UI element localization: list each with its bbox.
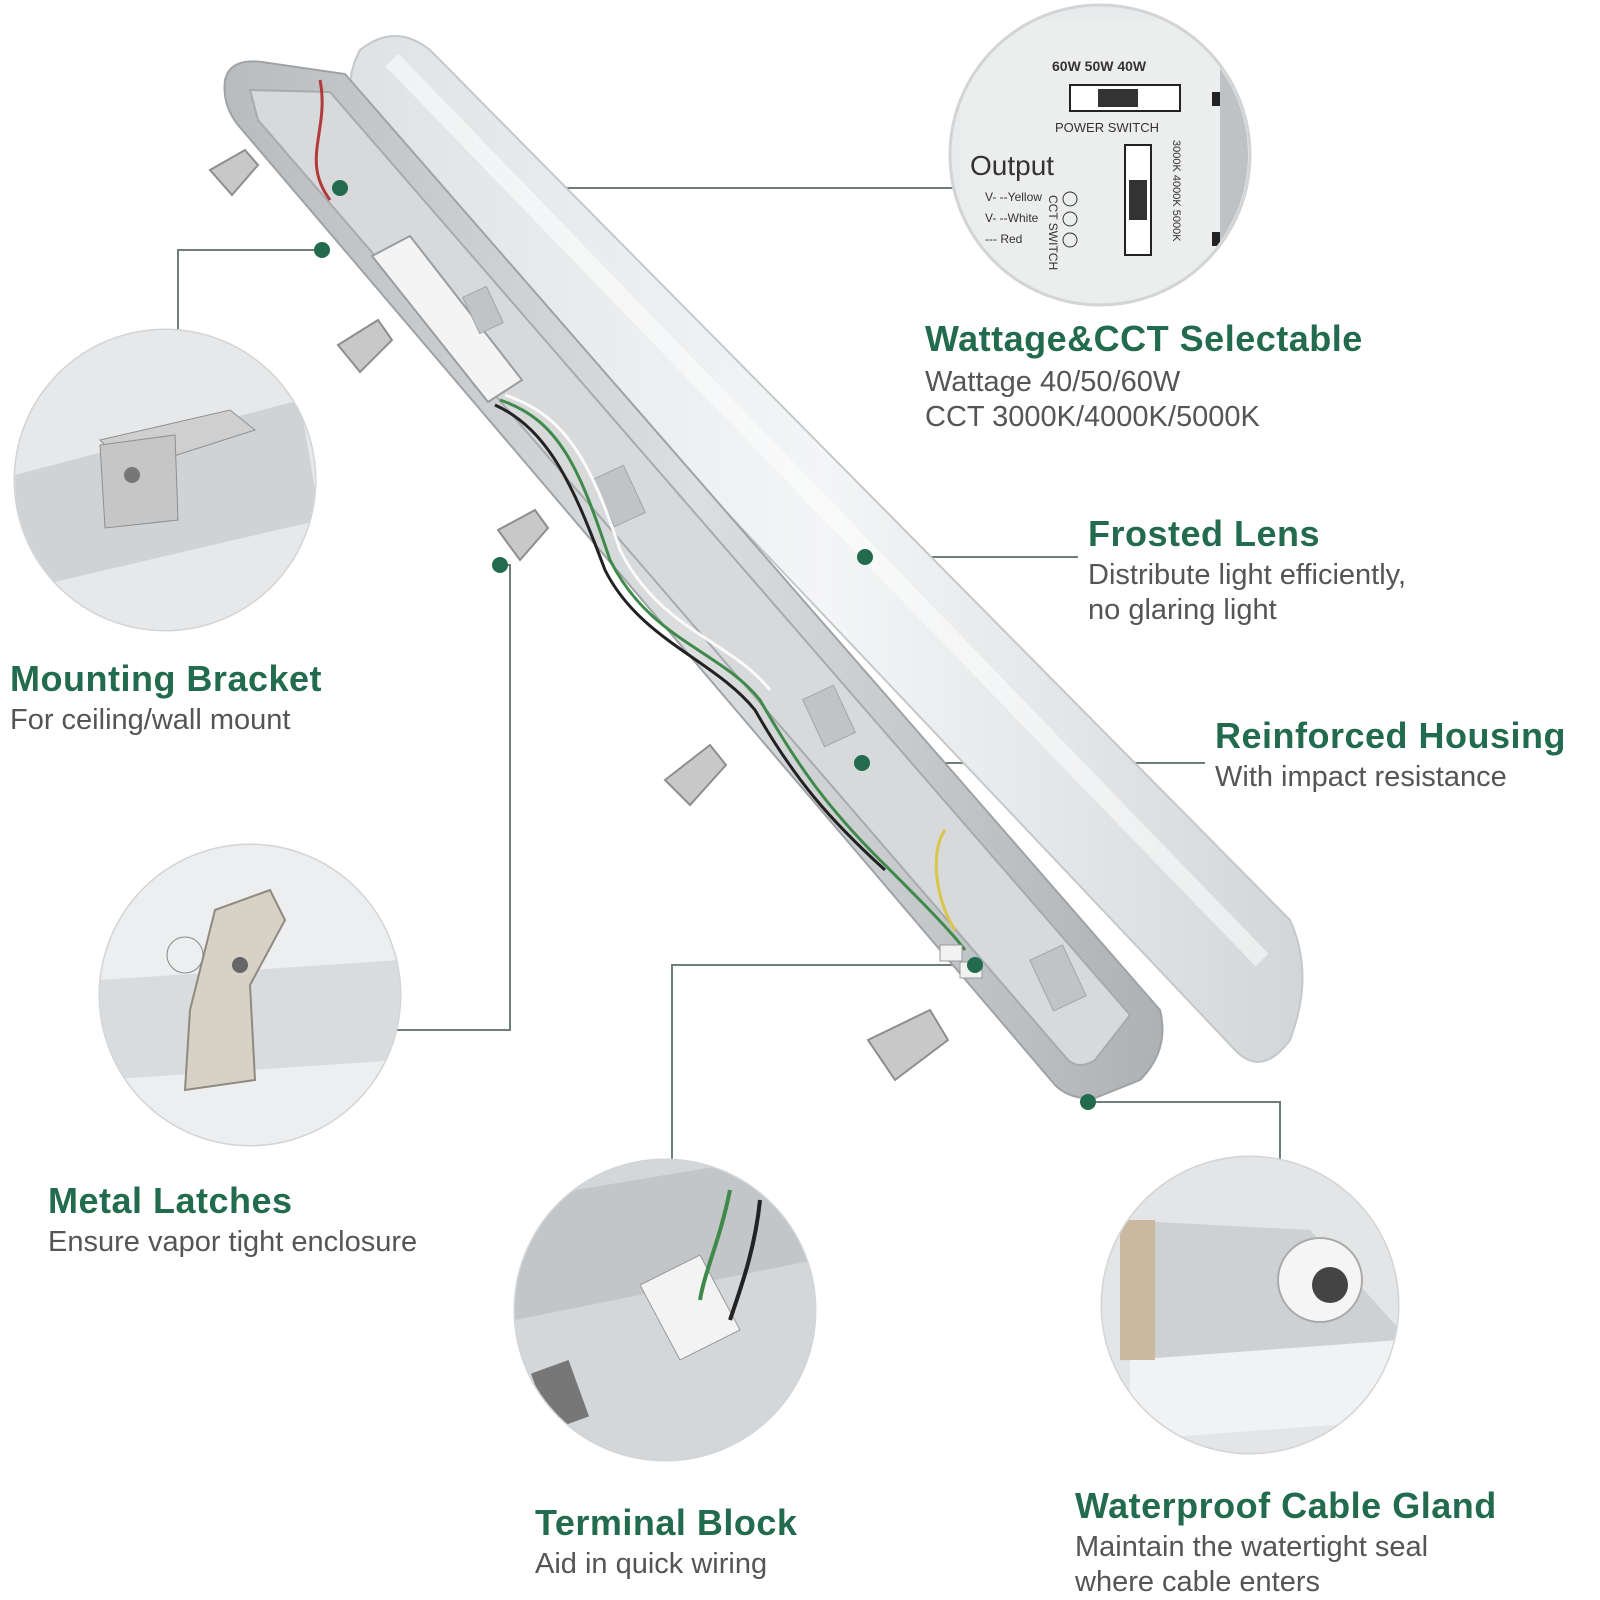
cct-options-text: 3000K 4000K 5000K: [1170, 140, 1182, 242]
latches: [208, 148, 950, 1082]
switch-panel-closeup: [948, 3, 1252, 307]
feature-metal-latches: Metal Latches Ensure vapor tight enclosu…: [48, 1180, 417, 1260]
terminal-block-closeup: [513, 1158, 817, 1462]
output-line-2: V- --White: [985, 211, 1039, 225]
output-line-3: --- Red: [985, 232, 1023, 246]
feature-desc-line: where cable enters: [1075, 1565, 1321, 1598]
housing-shape: [223, 60, 1164, 1100]
output-label: Output: [970, 150, 1055, 181]
feature-title: Frosted Lens: [1088, 513, 1321, 554]
feature-title: Waterproof Cable Gland: [1075, 1485, 1497, 1526]
feature-desc-line: With impact resistance: [1215, 761, 1507, 794]
cct-switch-label: CCT SWITCH: [1046, 195, 1060, 271]
feature-desc-line: Maintain the watertight seal: [1075, 1531, 1429, 1564]
feature-desc-line: no glaring light: [1088, 593, 1277, 626]
power-options-text: 60W 50W 40W: [1052, 58, 1147, 74]
feature-desc-line: Distribute light efficiently,: [1088, 559, 1407, 592]
feature-wattage-cct: Wattage&CCT Selectable Wattage 40/50/60W…: [925, 318, 1363, 434]
feature-title: Wattage&CCT Selectable: [925, 318, 1363, 359]
feature-cable-gland: Waterproof Cable Gland Maintain the wate…: [1075, 1485, 1497, 1599]
feature-frosted-lens: Frosted Lens Distribute light efficientl…: [1088, 513, 1406, 627]
feature-title: Terminal Block: [535, 1502, 798, 1543]
metal-latch-closeup: [98, 843, 402, 1147]
feature-desc-line: CCT 3000K/4000K/5000K: [925, 400, 1260, 433]
feature-mounting-bracket: Mounting Bracket For ceiling/wall mount: [10, 658, 322, 738]
output-line-1: V- --Yellow: [985, 190, 1042, 204]
feature-terminal-block: Terminal Block Aid in quick wiring: [535, 1502, 797, 1582]
feature-title: Metal Latches: [48, 1180, 293, 1221]
marker-dots: [314, 180, 1096, 1110]
feature-desc-line: Ensure vapor tight enclosure: [48, 1226, 418, 1259]
feature-title: Reinforced Housing: [1215, 715, 1567, 756]
feature-reinforced-housing: Reinforced Housing With impact resistanc…: [1215, 715, 1566, 795]
feature-desc-line: For ceiling/wall mount: [10, 704, 291, 737]
mounting-bracket-closeup: [13, 328, 317, 632]
cable-gland-closeup: [1100, 1155, 1400, 1455]
power-switch-label: POWER SWITCH: [1055, 120, 1159, 135]
feature-desc-line: Wattage 40/50/60W: [925, 366, 1181, 399]
feature-desc-line: Aid in quick wiring: [535, 1548, 768, 1581]
feature-title: Mounting Bracket: [10, 658, 323, 699]
